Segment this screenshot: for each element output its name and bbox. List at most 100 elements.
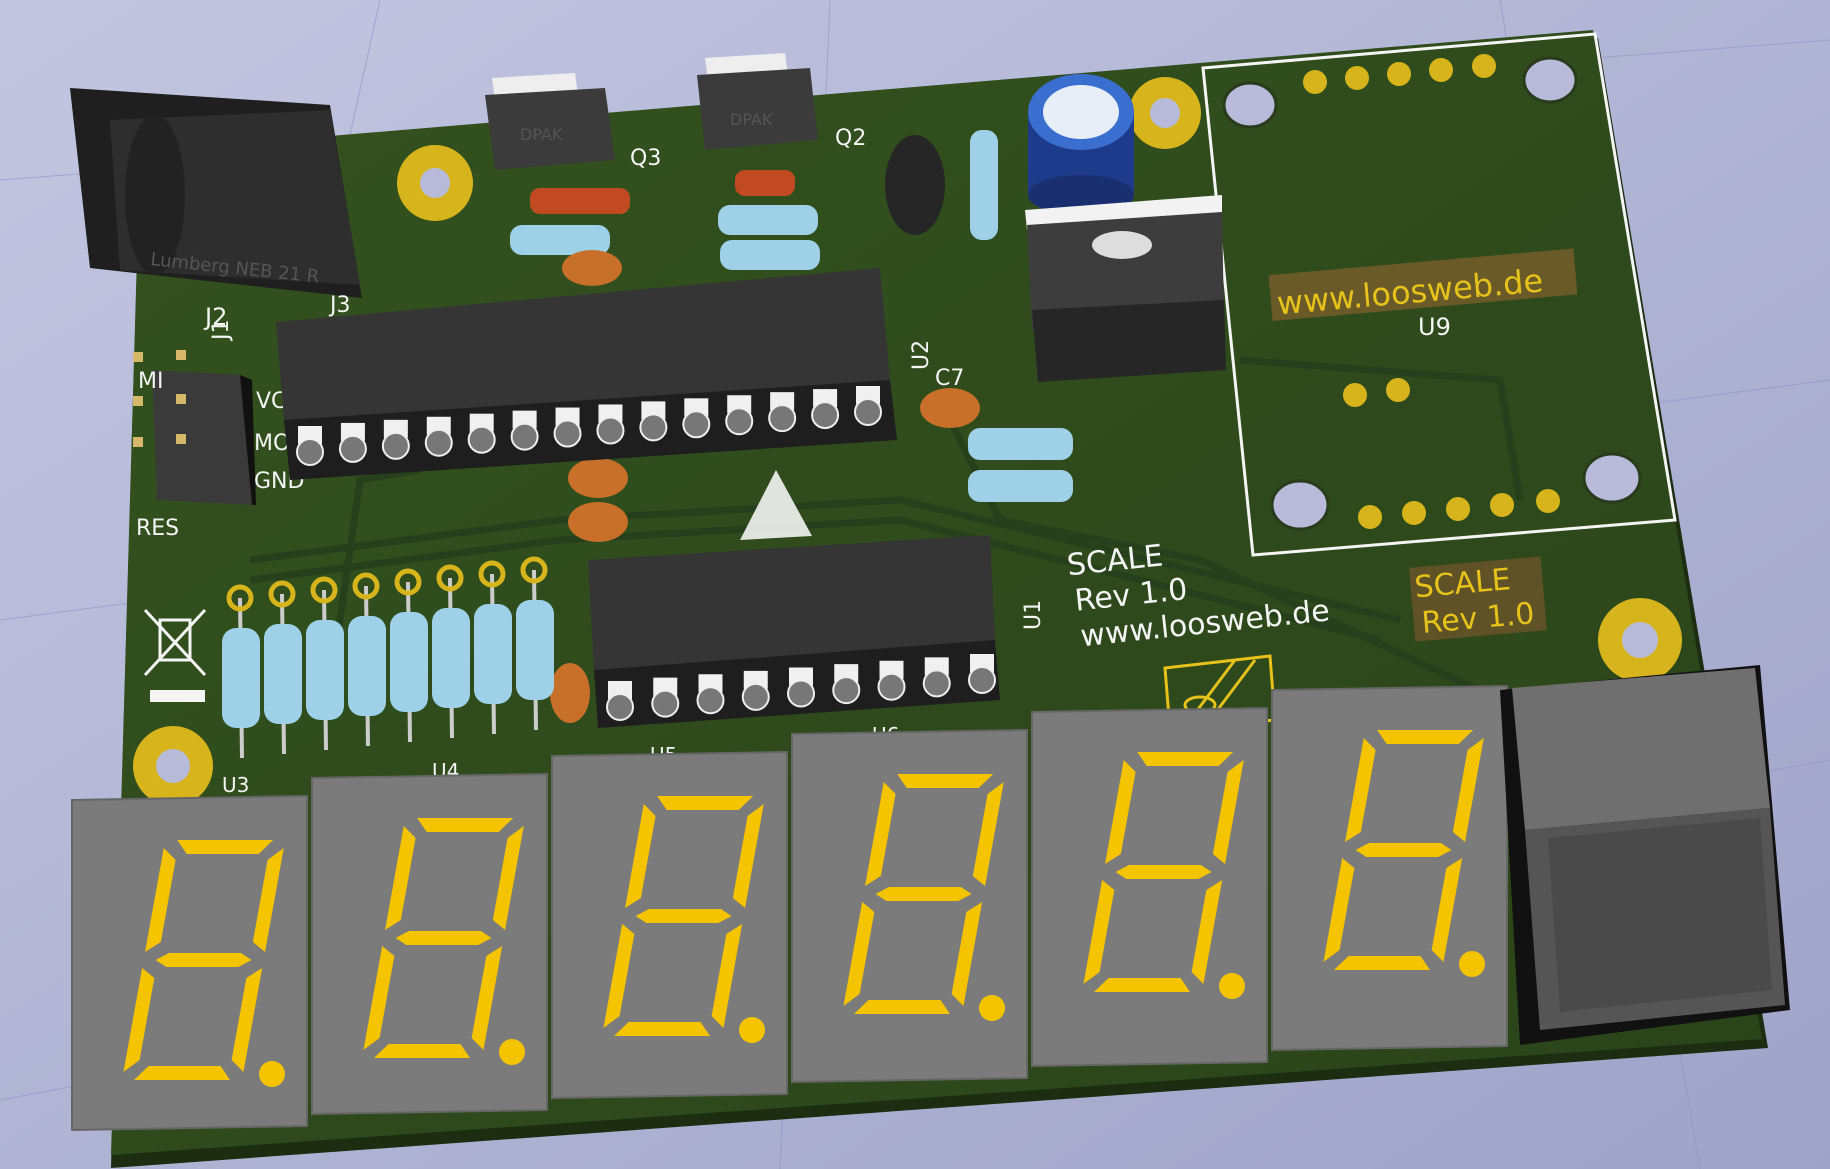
weee-bin-icon: [143, 608, 207, 677]
display-segment: [155, 953, 252, 967]
display-segment: [363, 946, 395, 1050]
display-segment: [1105, 760, 1136, 864]
label-j2: J2: [203, 303, 227, 331]
label-q2: Q2: [835, 126, 866, 151]
display-segment: [875, 887, 972, 901]
resistor: [222, 628, 260, 728]
resistor-pad: [226, 584, 254, 612]
resistor: [474, 604, 512, 704]
display-segment: [865, 782, 896, 886]
weee-bar: [150, 690, 205, 702]
mounting-pads: [133, 77, 1682, 806]
ic-u1: [588, 535, 1000, 728]
isp-header-j1: [133, 350, 256, 505]
display-segment: [471, 946, 503, 1050]
display-segment: [1083, 880, 1115, 984]
transistor-q3: DPAK: [485, 73, 615, 170]
display-segment: [951, 902, 983, 1006]
display-segment: [1377, 730, 1474, 744]
push-button[interactable]: [1500, 665, 1790, 1045]
seven-segment-display: [551, 750, 788, 1100]
label-u3: U3: [222, 773, 249, 797]
display-segment: [395, 931, 492, 945]
copper-rev-block: [1408, 556, 1547, 642]
label-q3: Q3: [630, 146, 661, 171]
display-segment: [1212, 760, 1244, 864]
socket-hole: [510, 422, 539, 451]
label-j3: J3: [328, 293, 351, 318]
u9-outline: [1201, 32, 1677, 557]
display-segment: [374, 1044, 470, 1058]
display-segment: [492, 826, 524, 930]
mounting-holes: [1222, 56, 1642, 531]
display-segment: [603, 924, 635, 1028]
svg-text:DPAK: DPAK: [730, 110, 773, 129]
socket-hole: [811, 401, 840, 430]
label-u2: U2: [909, 340, 934, 370]
display-segment: [732, 804, 764, 908]
display-segment: [657, 796, 754, 810]
display-segment: [385, 826, 416, 930]
socket-hole: [296, 438, 324, 466]
copper-traces: [249, 356, 1524, 704]
label-vcc: VC: [256, 389, 286, 414]
display-segment: [1431, 858, 1463, 962]
top-passives: [510, 130, 1073, 723]
socket-hole: [832, 676, 861, 705]
socket-hole: [338, 434, 367, 463]
display-segment: [843, 902, 875, 1006]
decimal-point: [499, 1039, 525, 1065]
u9-pads: [1303, 54, 1560, 529]
seven-segment-display: [1271, 684, 1508, 1052]
socket-hole: [877, 672, 906, 701]
socket-hole: [596, 416, 625, 445]
display-segment: [1115, 865, 1212, 879]
label-u1: U1: [1021, 600, 1046, 630]
display-segment: [1094, 978, 1190, 992]
decimal-point: [739, 1017, 765, 1043]
seven-segment-display: [791, 728, 1028, 1084]
decimal-point: [1459, 951, 1485, 977]
display-segment: [145, 848, 176, 952]
resistor: [348, 616, 386, 716]
label-res: RES: [136, 516, 179, 541]
display-segment: [1191, 880, 1223, 984]
socket-hole: [854, 398, 882, 426]
resistor: [306, 620, 344, 720]
resistor-pad: [352, 572, 380, 600]
decimal-point: [259, 1061, 285, 1087]
socket-hole: [381, 431, 410, 460]
display-segment: [417, 818, 514, 832]
decimal-point: [979, 995, 1005, 1021]
resistor-pad: [436, 564, 464, 592]
resistor-pad: [520, 556, 548, 584]
resistor: [432, 608, 470, 708]
dc-barrel-jack-j2: Lumberg NEB 21 R: [70, 88, 362, 298]
socket-hole: [639, 413, 668, 442]
display-segment: [177, 840, 274, 854]
display-segment: [972, 782, 1004, 886]
display-segment: [897, 774, 994, 788]
socket-hole: [725, 407, 754, 436]
resistor: [390, 612, 428, 712]
socket-hole: [606, 693, 634, 721]
resistor-pad: [310, 576, 338, 604]
seven-segment-display: [1031, 706, 1268, 1068]
socket-hole: [682, 410, 711, 439]
display-body: [1271, 684, 1508, 1052]
socket-hole: [553, 419, 582, 448]
resistor-pad: [394, 568, 422, 596]
display-segment: [1355, 843, 1452, 857]
seven-segment-displays: [71, 684, 1508, 1132]
display-segment: [1345, 738, 1376, 842]
display-segment: [252, 848, 284, 952]
label-mosi: MO: [254, 431, 290, 456]
seven-segment-display: [311, 772, 548, 1116]
display-segment: [134, 1066, 230, 1080]
ic-u2: [276, 268, 897, 480]
resistor-pad: [478, 560, 506, 588]
display-segment: [711, 924, 743, 1028]
socket-hole: [768, 404, 797, 433]
transistor-q2: DPAK: [697, 53, 818, 150]
